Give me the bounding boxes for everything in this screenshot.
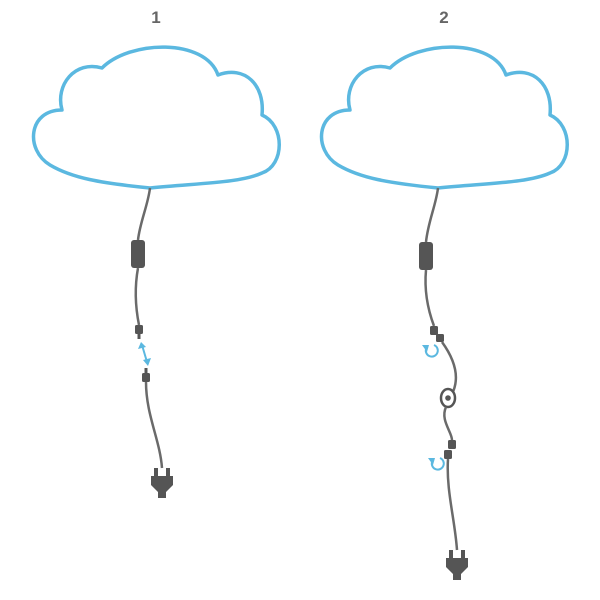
inline-controller-icon (131, 240, 145, 268)
cable (446, 458, 459, 551)
step-1-assembly (31, 45, 281, 498)
cable (134, 267, 141, 326)
inline-controller-icon (419, 242, 433, 270)
rotate-arrow-icon (428, 457, 445, 471)
cable (136, 187, 152, 241)
cable (144, 381, 164, 469)
connector-icon (444, 440, 456, 459)
round-switch-icon (439, 387, 457, 409)
step-1-label: 1 (151, 8, 161, 27)
double-arrow-icon (138, 342, 151, 366)
step-2-label: 2 (439, 8, 449, 27)
step-2-assembly (319, 45, 569, 580)
cable (424, 269, 436, 327)
cable (443, 406, 454, 441)
cloud-neon-outline-icon (319, 45, 569, 190)
connector-icon (135, 325, 143, 339)
plug-icon (151, 468, 173, 498)
connector-icon (430, 326, 444, 342)
cable (424, 187, 440, 243)
plug-icon (446, 550, 468, 580)
rotate-arrow-icon (422, 344, 439, 358)
connector-icon (142, 368, 150, 382)
cloud-neon-outline-icon (31, 45, 281, 190)
cable (440, 341, 458, 395)
